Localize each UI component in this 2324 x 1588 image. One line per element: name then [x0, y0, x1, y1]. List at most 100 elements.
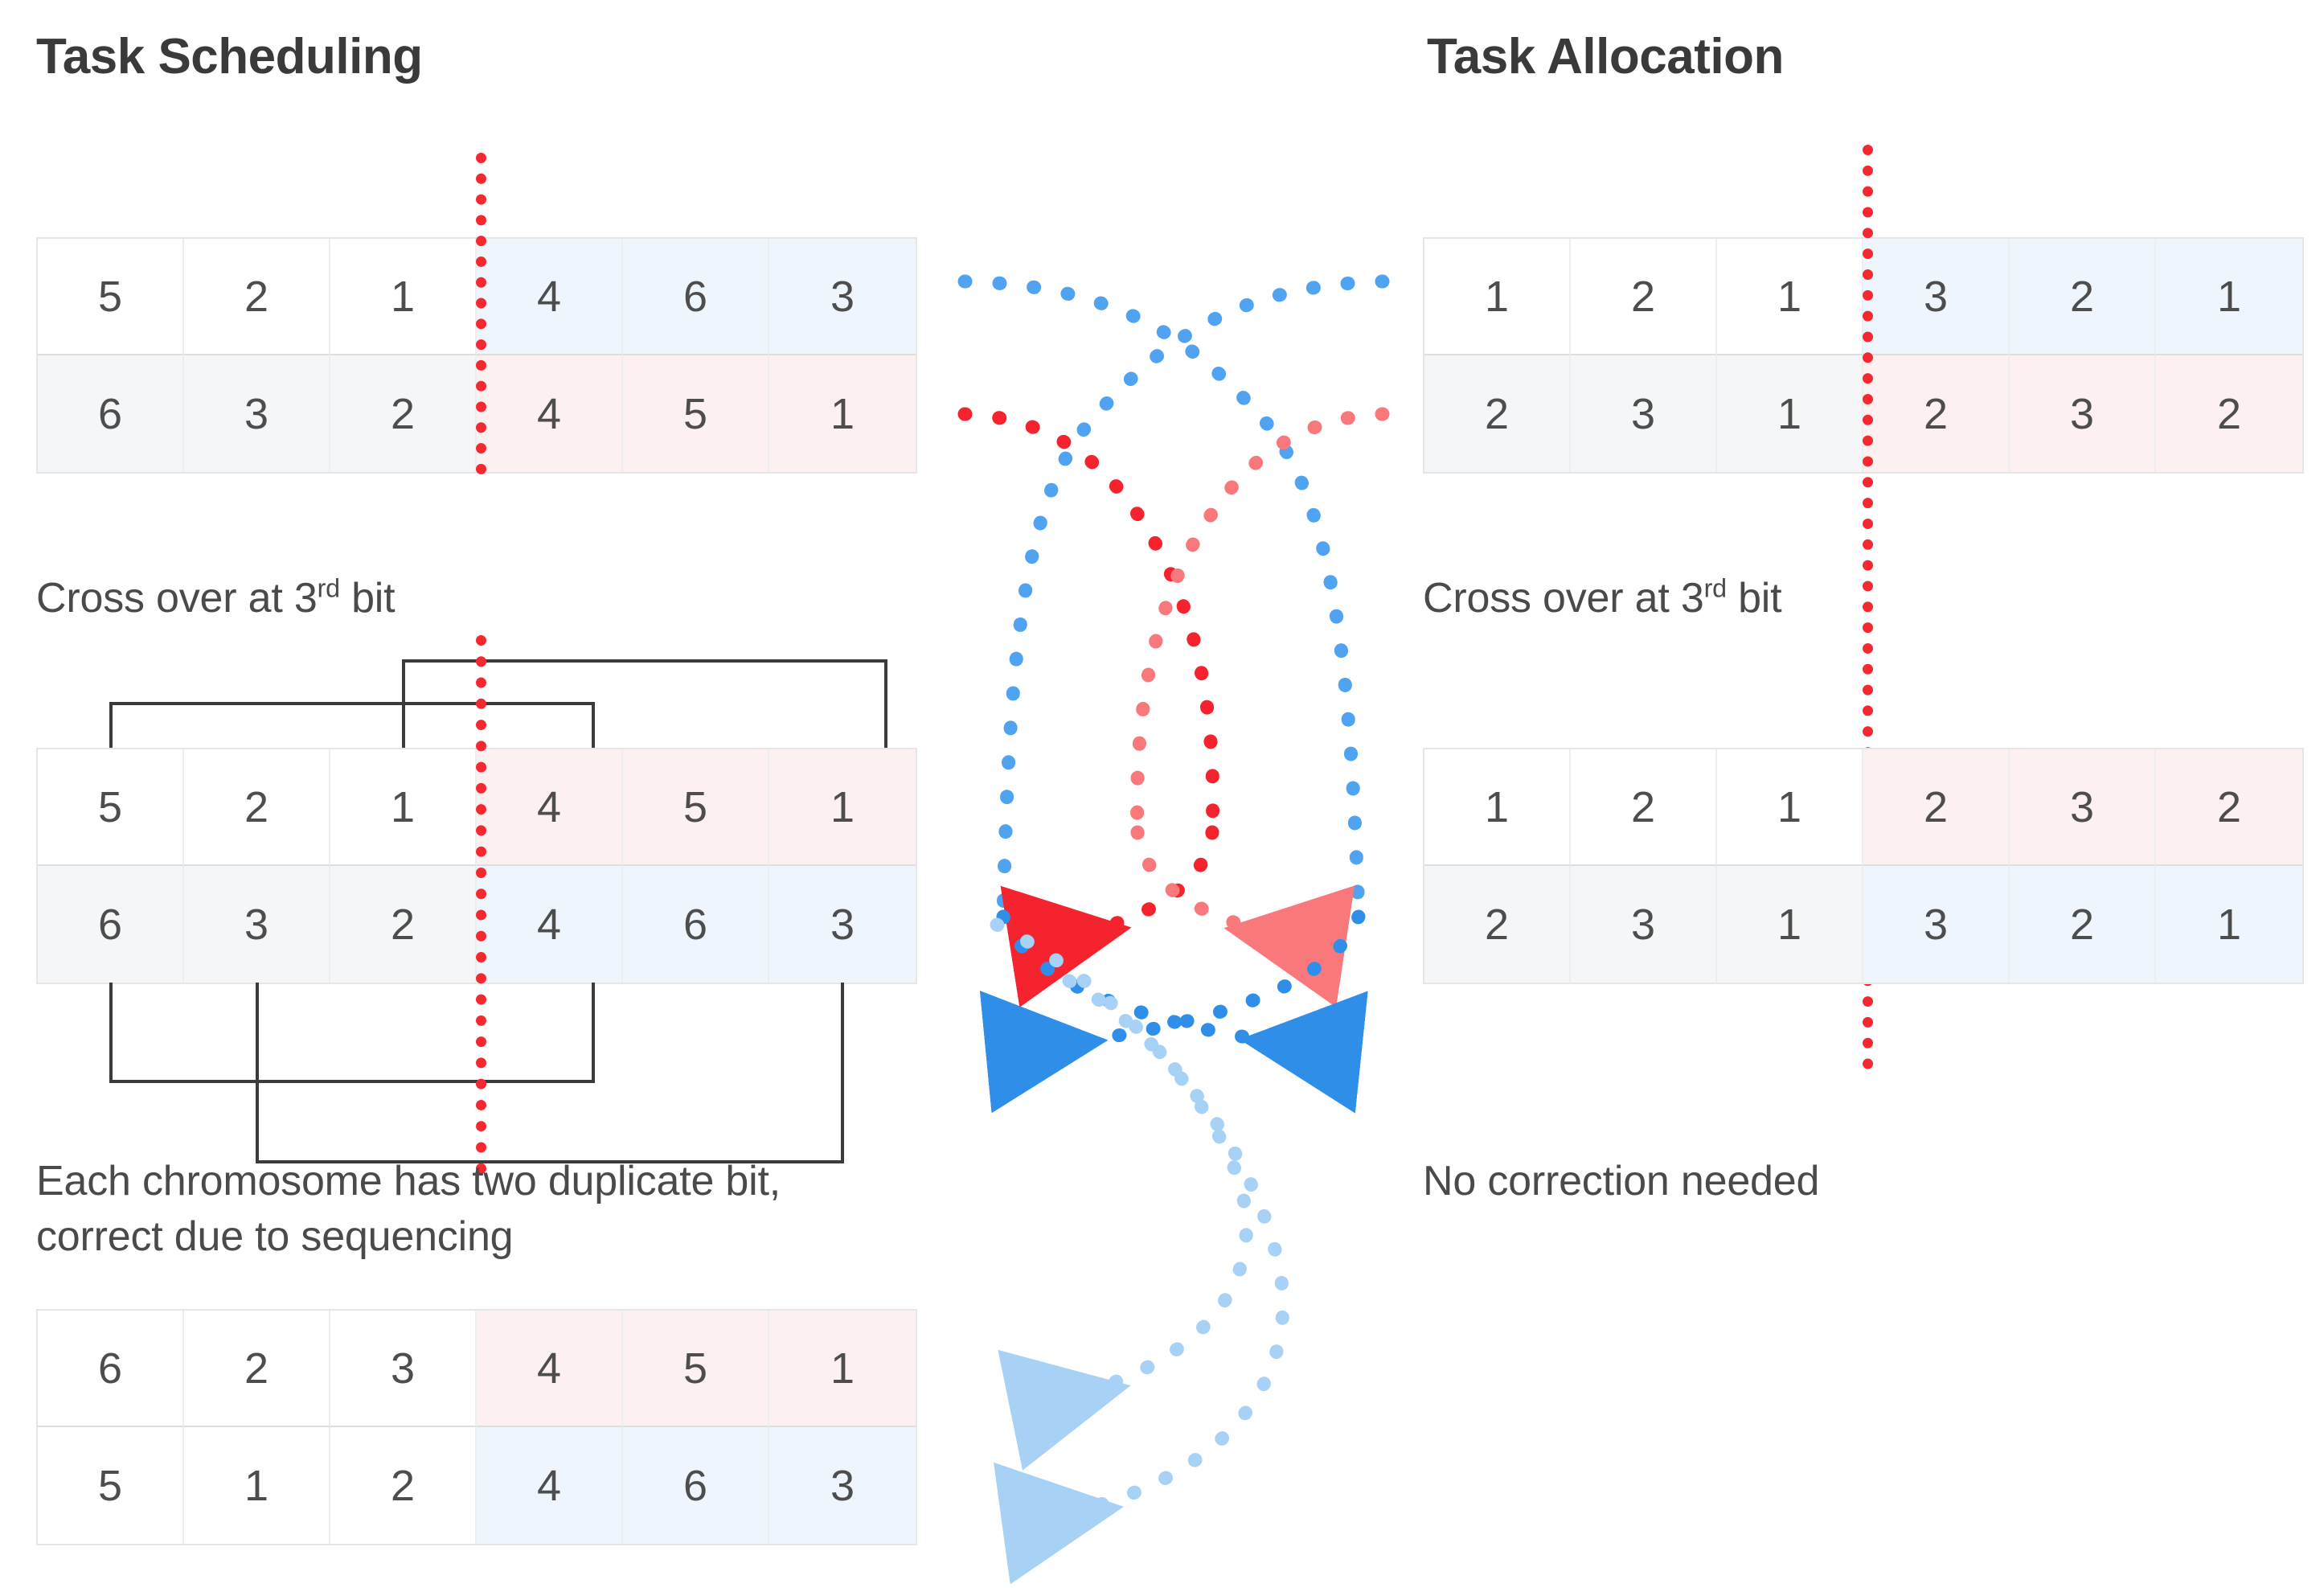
arrow-left-red-icon [1000, 825, 1219, 1007]
cell: 3 [769, 866, 916, 983]
cell: 5 [623, 1311, 769, 1427]
cell: 5 [38, 749, 184, 866]
cell: 1 [1717, 749, 1863, 866]
curve-red-left-arrow [957, 407, 1220, 839]
cell: 3 [769, 239, 916, 355]
cell: 1 [330, 239, 477, 355]
right-crossover-suffix: bit [1726, 575, 1782, 622]
cell: 1 [1424, 239, 1571, 355]
cell: 4 [477, 1311, 623, 1427]
right-children-table: 1 2 1 2 3 2 2 3 1 3 2 1 [1423, 748, 2304, 984]
cell: 2 [1571, 239, 1717, 355]
left-note: Each chromosome has two duplicate bit, c… [36, 1158, 781, 1260]
cell: 1 [769, 355, 916, 472]
cell: 2 [2156, 355, 2302, 472]
bracket-top-blue [109, 702, 595, 748]
right-crossover-text: Cross over at 3 [1423, 575, 1704, 622]
cell: 5 [38, 1427, 184, 1544]
cell: 2 [1424, 355, 1571, 472]
left-crossed-cut-line [476, 635, 497, 1174]
table-row: 6 3 2 4 5 1 [38, 355, 916, 472]
curve-red-right-arrow [1130, 407, 1390, 839]
table-row: 2 3 1 2 3 2 [1424, 355, 2302, 472]
cell: 6 [38, 866, 184, 983]
cell: 2 [1863, 749, 2010, 866]
cell: 1 [769, 1311, 916, 1427]
cell: 3 [1863, 866, 2010, 983]
right-crossover-label: Cross over at 3rd bit [1423, 571, 1782, 626]
table-row: 5 1 2 4 6 3 [38, 1427, 916, 1544]
cell: 4 [477, 749, 623, 866]
cell: 1 [2156, 239, 2302, 355]
cell: 2 [184, 239, 330, 355]
left-crossover-text: Cross over at 3 [36, 575, 318, 622]
table-row: 5 2 1 4 5 1 [38, 749, 916, 866]
cell: 2 [184, 1311, 330, 1427]
cell: 3 [769, 1427, 916, 1544]
cell: 5 [623, 749, 769, 866]
arrow-left-blue-icon [979, 909, 1366, 1114]
arrow-right-red-icon [1130, 825, 1355, 1007]
cell: 3 [2010, 749, 2156, 866]
left-corrected-table: 6 2 3 4 5 1 5 1 2 4 6 3 [36, 1309, 917, 1545]
table-row: 5 2 1 4 6 3 [38, 239, 916, 355]
cell: 4 [477, 239, 623, 355]
bracket-bottom-blue [256, 983, 844, 1163]
cell: 2 [330, 866, 477, 983]
cell: 1 [1717, 866, 1863, 983]
cell: 1 [2156, 866, 2302, 983]
table-row: 2 3 1 3 2 1 [1424, 866, 2302, 983]
cell: 1 [769, 749, 916, 866]
cell: 1 [1717, 355, 1863, 472]
arrow-left-lightblue-icon-2 [993, 974, 1290, 1585]
cell: 2 [330, 1427, 477, 1544]
cell: 5 [38, 239, 184, 355]
cell: 2 [1571, 749, 1717, 866]
cell: 1 [1717, 239, 1863, 355]
left-crossover-suffix: bit [339, 575, 396, 622]
cell: 4 [477, 866, 623, 983]
cell: 6 [38, 355, 184, 472]
cell: 1 [330, 749, 477, 866]
cell: 2 [2156, 749, 2302, 866]
table-row: 1 2 1 3 2 1 [1424, 239, 2302, 355]
left-panel-title: Task Scheduling [36, 29, 423, 84]
right-parents-table: 1 2 1 3 2 1 2 3 1 2 3 2 [1423, 237, 2304, 474]
left-crossover-sup: rd [317, 573, 340, 603]
cell: 1 [1424, 749, 1571, 866]
arrow-right-blue-icon [996, 909, 1368, 1114]
cell: 1 [184, 1427, 330, 1544]
cell: 2 [1424, 866, 1571, 983]
curve-blue-top-to-right [957, 274, 1366, 924]
bracket-bottom-red [109, 983, 595, 1083]
left-crossover-label: Cross over at 3rd bit [36, 571, 396, 626]
curve-blue-top-to-left [996, 274, 1390, 924]
cell: 2 [2010, 239, 2156, 355]
cell: 3 [184, 355, 330, 472]
table-row: 6 2 3 4 5 1 [38, 1311, 916, 1427]
cell: 3 [2010, 355, 2156, 472]
right-panel-title: Task Allocation [1427, 29, 1784, 84]
cell: 3 [1863, 239, 2010, 355]
cell: 4 [477, 1427, 623, 1544]
table-row: 1 2 1 2 3 2 [1424, 749, 2302, 866]
cell: 3 [184, 866, 330, 983]
right-note: No correction needed [1423, 1158, 1820, 1204]
arrow-left-lightblue-icon [990, 917, 1253, 1471]
cell: 6 [38, 1311, 184, 1427]
cell: 2 [2010, 866, 2156, 983]
cell: 3 [1571, 355, 1717, 472]
right-crossover-sup: rd [1703, 573, 1727, 603]
cell: 6 [623, 239, 769, 355]
left-parents-cut-line [476, 153, 497, 474]
cell: 3 [330, 1311, 477, 1427]
cell: 4 [477, 355, 623, 472]
cell: 6 [623, 866, 769, 983]
cell: 5 [623, 355, 769, 472]
cell: 2 [1863, 355, 2010, 472]
cell: 3 [1571, 866, 1717, 983]
cell: 6 [623, 1427, 769, 1544]
cell: 2 [184, 749, 330, 866]
cell: 2 [330, 355, 477, 472]
table-row: 6 3 2 4 6 3 [38, 866, 916, 983]
